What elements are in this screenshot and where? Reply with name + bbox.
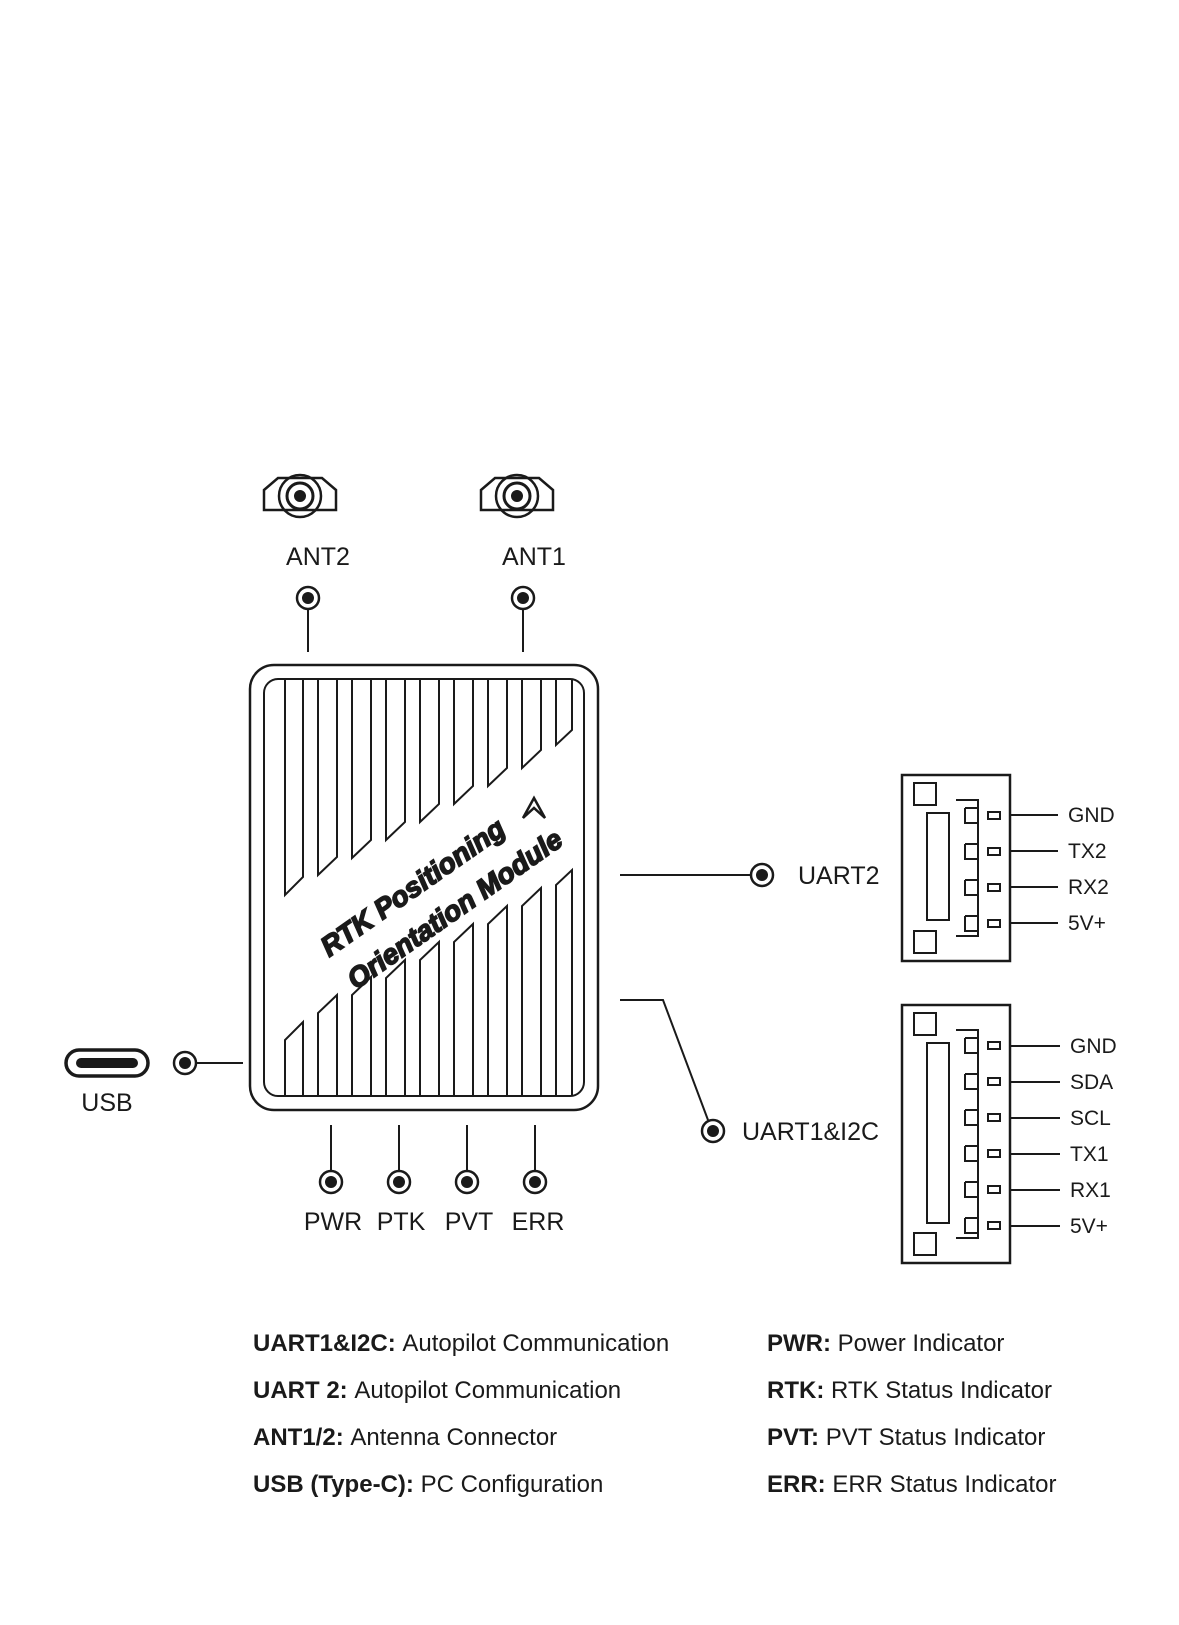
uart1-pin-label: RX1: [1070, 1179, 1111, 1202]
legend-desc: Autopilot Communication: [402, 1330, 670, 1357]
legend-key: ANT1/2: [253, 1424, 336, 1451]
legend-item: PVT: PVT Status Indicator: [767, 1424, 1045, 1452]
legend-key: RTK: [767, 1377, 817, 1404]
legend-key: UART1&I2C: [253, 1330, 388, 1357]
usb-port-icon: [64, 1048, 150, 1078]
led-label-pwr: PWR: [304, 1208, 362, 1236]
led-label-err: ERR: [512, 1208, 565, 1236]
legend-item: ANT1/2: Antenna Connector: [253, 1424, 557, 1452]
ant2-dot-icon: [295, 585, 321, 611]
ant1-label: ANT1: [502, 543, 566, 571]
legend-item: RTK: RTK Status Indicator: [767, 1377, 1052, 1405]
legend-key: USB (Type-C): [253, 1471, 406, 1498]
legend-key: UART 2: [253, 1377, 340, 1404]
uart2-dot-icon: [749, 862, 775, 888]
uart2-pin-label: TX2: [1068, 840, 1107, 863]
legend-desc: PC Configuration: [420, 1471, 604, 1498]
legend-desc: Antenna Connector: [350, 1424, 558, 1451]
legend-item: USB (Type-C): PC Configuration: [253, 1471, 603, 1499]
module-body: [248, 663, 600, 1112]
legend-sep: :: [823, 1330, 831, 1357]
ant1-connector-icon: [479, 473, 555, 519]
legend-sep: :: [817, 1471, 826, 1498]
uart1-pin-label: SDA: [1070, 1071, 1113, 1094]
led-label-ptk: PTK: [377, 1208, 426, 1236]
uart2-pin-label: GND: [1068, 804, 1115, 827]
legend-sep: :: [387, 1330, 396, 1357]
usb-label: USB: [81, 1089, 132, 1117]
uart2-label: UART2: [798, 862, 880, 890]
legend-sep: :: [405, 1471, 414, 1498]
led-label-pvt: PVT: [445, 1208, 494, 1236]
legend-sep: :: [335, 1424, 344, 1451]
direction-arrow-icon: [521, 795, 547, 819]
legend-sep: :: [811, 1424, 820, 1451]
usb-dot-icon: [172, 1050, 198, 1076]
legend-desc: PVT Status Indicator: [825, 1424, 1046, 1451]
uart1-connector-icon: [900, 1003, 1060, 1265]
legend-item: UART 2: Autopilot Communication: [253, 1377, 621, 1405]
legend-key: PVT: [767, 1424, 812, 1451]
ant2-label: ANT2: [286, 543, 350, 571]
legend-key: ERR: [767, 1471, 818, 1498]
legend-item: ERR: ERR Status Indicator: [767, 1471, 1056, 1499]
uart1-pin-label: 5V+: [1070, 1215, 1108, 1238]
legend-sep: :: [816, 1377, 825, 1404]
led-dots: [318, 1169, 548, 1195]
legend-item: PWR: Power Indicator: [767, 1330, 1004, 1358]
legend-key: PWR: [767, 1330, 823, 1357]
legend-desc: RTK Status Indicator: [831, 1377, 1052, 1404]
legend-item: UART1&I2C: Autopilot Communication: [253, 1330, 669, 1358]
uart2-pin-label: 5V+: [1068, 912, 1106, 935]
uart1-pin-label: GND: [1070, 1035, 1117, 1058]
uart2-pin-label: RX2: [1068, 876, 1109, 899]
legend-desc: Autopilot Communication: [354, 1377, 622, 1404]
ant1-dot-icon: [510, 585, 536, 611]
legend-desc: ERR Status Indicator: [832, 1471, 1057, 1498]
uart1-pin-label: SCL: [1070, 1107, 1111, 1130]
ant2-connector-icon: [262, 473, 338, 519]
uart1-i2c-label: UART1&I2C: [742, 1118, 879, 1146]
legend-sep: :: [339, 1377, 348, 1404]
uart1-pin-label: TX1: [1070, 1143, 1109, 1166]
uart2-connector-icon: [900, 773, 1058, 963]
legend-desc: Power Indicator: [837, 1330, 1005, 1357]
uart1-dot-icon: [700, 1118, 726, 1144]
